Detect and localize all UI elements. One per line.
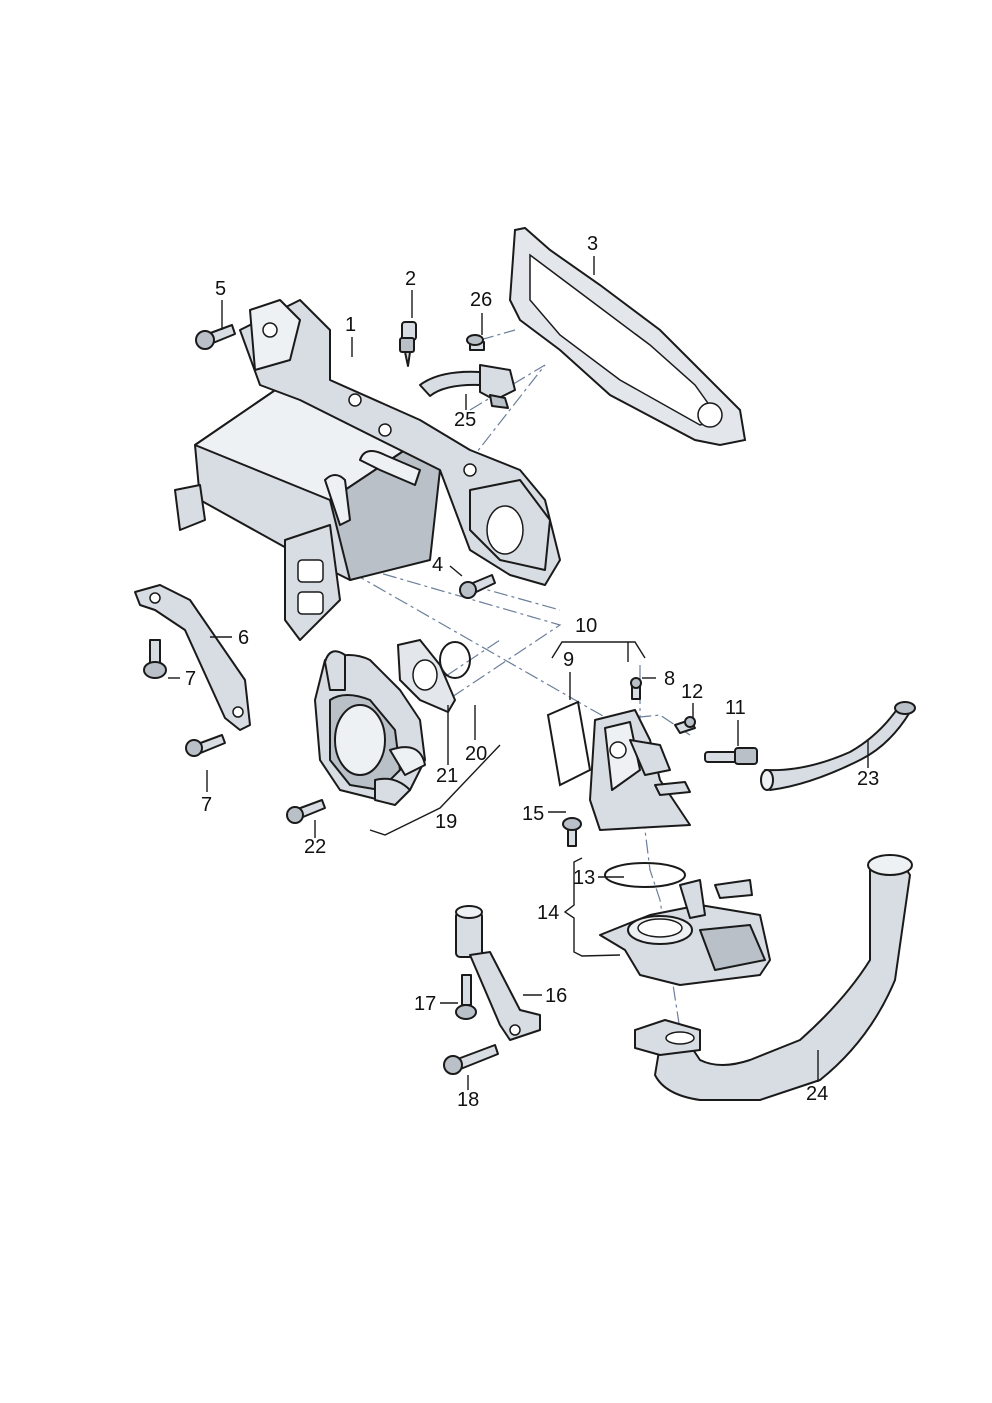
group-brace-10 [551,641,646,662]
leader-lines [168,256,869,1090]
callout-7b: 7 [201,794,212,816]
callout-5: 5 [215,278,226,300]
o-ring-13 [604,862,686,888]
callout-22: 22 [304,836,326,858]
callout-26: 26 [470,289,492,311]
spacer-bracket-16 [455,905,541,1041]
support-bracket [134,584,251,731]
bolt-7b [185,734,226,757]
callout-14: 14 [537,902,559,924]
callout-3: 3 [587,233,598,255]
coolant-pipe-25 [419,364,516,409]
callout-15: 15 [522,803,544,825]
callout-4: 4 [432,554,443,576]
egr-gasket-21 [396,638,457,714]
callout-16: 16 [545,985,567,1007]
egr-valve-assembly [314,650,426,806]
coolant-hose-23 [760,701,916,791]
bolt-15 [562,817,582,847]
callout-25: 25 [454,409,476,431]
egr-cooler-housing [174,299,561,641]
bolt-22 [286,799,326,824]
throttle-valve-14 [599,879,771,986]
callout-10: 10 [575,615,597,637]
callout-13: 13 [573,867,595,889]
callout-23: 23 [857,768,879,790]
callout-1: 1 [345,314,356,336]
bolt-26 [466,334,485,351]
temperature-sender [399,321,417,367]
callout-19: 19 [435,811,457,833]
bolt-17 [455,974,477,1020]
bolt-18 [443,1044,499,1075]
group-brace-14 [563,857,621,957]
callout-20: 20 [465,743,487,765]
bolt-8 [630,677,642,700]
callout-2: 2 [405,268,416,290]
bolt-5 [195,324,236,350]
callout-9: 9 [563,649,574,671]
callout-labels: 1 2 3 4 5 6 7 7 8 9 10 11 12 13 14 15 16… [185,233,879,1111]
coolant-pipe-24 [634,854,913,1101]
o-ring-20 [439,641,471,679]
callout-18: 18 [457,1089,479,1111]
manifold-gasket [508,226,747,447]
callout-24: 24 [806,1083,828,1105]
callout-11: 11 [725,697,746,719]
callout-12: 12 [681,681,703,703]
callout-6: 6 [238,627,249,649]
callout-21: 21 [436,765,458,787]
bolt-4 [459,574,496,599]
group-brace-19 [369,744,501,836]
flange-housing-10 [589,709,691,831]
callout-17: 17 [414,993,436,1015]
temperature-sensor-11 [704,747,758,765]
callout-7a: 7 [185,668,196,690]
bolt-7a [143,639,167,679]
gasket-9 [546,700,592,787]
callout-8: 8 [664,668,675,690]
bolt-12 [674,716,696,734]
